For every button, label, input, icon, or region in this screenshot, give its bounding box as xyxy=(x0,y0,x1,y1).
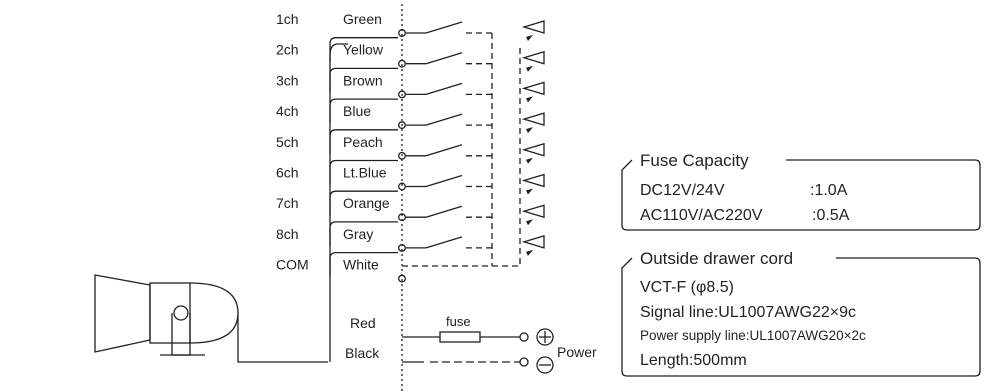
channel-number: 8ch xyxy=(276,226,299,242)
arrow-icon xyxy=(526,127,533,134)
power-black-label: Black xyxy=(345,345,380,361)
channel-row: 4ch Blue xyxy=(276,98,545,134)
switch-contact xyxy=(425,113,463,126)
transistor-symbol xyxy=(521,142,545,157)
horn-speaker-icon xyxy=(94,274,239,356)
switch-contact xyxy=(425,52,463,65)
wire-color-label: Orange xyxy=(343,195,390,211)
channel-row: 1ch Green xyxy=(276,11,545,41)
fuse-label: fuse xyxy=(446,314,471,329)
channel-row: 6ch Lt.Blue xyxy=(276,159,545,195)
wire-sleeve xyxy=(329,190,398,216)
cord-panel-title: Outside drawer cord xyxy=(640,249,793,268)
switch-contact xyxy=(425,21,463,34)
switch-contact xyxy=(425,236,463,249)
terminal-node xyxy=(398,182,406,191)
terminal-node xyxy=(398,121,406,130)
wire-color-label: Gray xyxy=(343,226,373,242)
wire-color-label: White xyxy=(343,257,379,273)
wire-sleeve xyxy=(329,221,398,246)
arrow-icon xyxy=(526,157,533,164)
channel-row: 5ch Peach xyxy=(276,129,545,164)
wire-color-label: Green xyxy=(343,11,382,27)
fuse-panel-title: Fuse Capacity xyxy=(640,151,749,170)
wire-sleeve xyxy=(329,159,398,185)
wire-color-label: Brown xyxy=(343,72,383,88)
channel-row: 3ch Brown xyxy=(276,67,545,103)
terminal-node xyxy=(398,59,406,68)
terminal-node xyxy=(398,29,406,37)
cord-line-signal: Signal line:UL1007AWG22×9c xyxy=(640,304,856,321)
fuse-row-dc-label: DC12V/24V xyxy=(640,182,725,199)
terminal-node xyxy=(398,243,406,252)
fuse-row-dc-value: :1.0A xyxy=(810,182,848,199)
cord-panel-frame xyxy=(621,257,981,377)
wire-color-label: Peach xyxy=(343,134,383,150)
switch-contact xyxy=(425,144,463,157)
wire-sleeve xyxy=(329,129,398,154)
transistor-symbol xyxy=(521,173,545,188)
channel-row: 7ch Orange xyxy=(276,190,545,226)
wire-sleeve xyxy=(329,98,398,124)
fuse-panel-frame xyxy=(621,159,981,231)
arrow-icon xyxy=(526,249,533,256)
cord-line-vct: VCT-F (φ8.5) xyxy=(640,279,734,296)
channel-row: 2ch Yellow xyxy=(276,37,545,72)
cord-line-length: Length:500mm xyxy=(640,352,747,369)
switch-contact xyxy=(425,82,463,96)
channel-row: COM White xyxy=(276,251,406,283)
terminal-node xyxy=(398,151,406,160)
switch-contact xyxy=(425,174,463,188)
transistor-symbol xyxy=(521,112,545,126)
arrow-icon xyxy=(526,96,533,103)
power-label: Power xyxy=(557,344,597,360)
wire-sleeve xyxy=(329,37,398,62)
channel-number: 1ch xyxy=(276,11,299,27)
terminal-node xyxy=(398,274,406,283)
terminal-node xyxy=(398,90,406,99)
cord-line-power: Power supply line:UL1007AWG20×2c xyxy=(640,328,866,343)
terminal-node xyxy=(398,213,406,222)
channel-number: 2ch xyxy=(276,42,299,58)
channel-number: 5ch xyxy=(276,134,299,150)
transistor-symbol xyxy=(521,50,545,65)
channel-number: COM xyxy=(276,257,309,273)
switch-contact xyxy=(425,205,463,218)
arrow-icon xyxy=(526,188,533,195)
transistor-symbol xyxy=(521,81,545,96)
channel-row: 8ch Gray xyxy=(276,221,545,256)
wire-color-label: Yellow xyxy=(343,42,384,58)
wire-sleeve xyxy=(329,251,398,277)
arrow-icon xyxy=(526,65,533,72)
power-red-label: Red xyxy=(350,315,376,331)
fuse-row-ac-value: :0.5A xyxy=(812,207,850,224)
channel-number: 3ch xyxy=(276,72,299,88)
arrow-icon xyxy=(526,35,533,41)
fuse-row-ac-label: AC110V/AC220V xyxy=(640,207,763,224)
transistor-symbol xyxy=(521,204,545,219)
channel-number: 7ch xyxy=(276,195,299,211)
wire-sleeve xyxy=(329,67,398,93)
arrow-icon xyxy=(526,219,533,226)
channel-number: 6ch xyxy=(276,165,299,181)
channel-number: 4ch xyxy=(276,103,299,119)
wire-color-label: Lt.Blue xyxy=(343,165,387,181)
transistor-symbol xyxy=(521,235,545,249)
wire-color-label: Blue xyxy=(343,103,371,119)
transistor-symbol xyxy=(521,20,545,34)
